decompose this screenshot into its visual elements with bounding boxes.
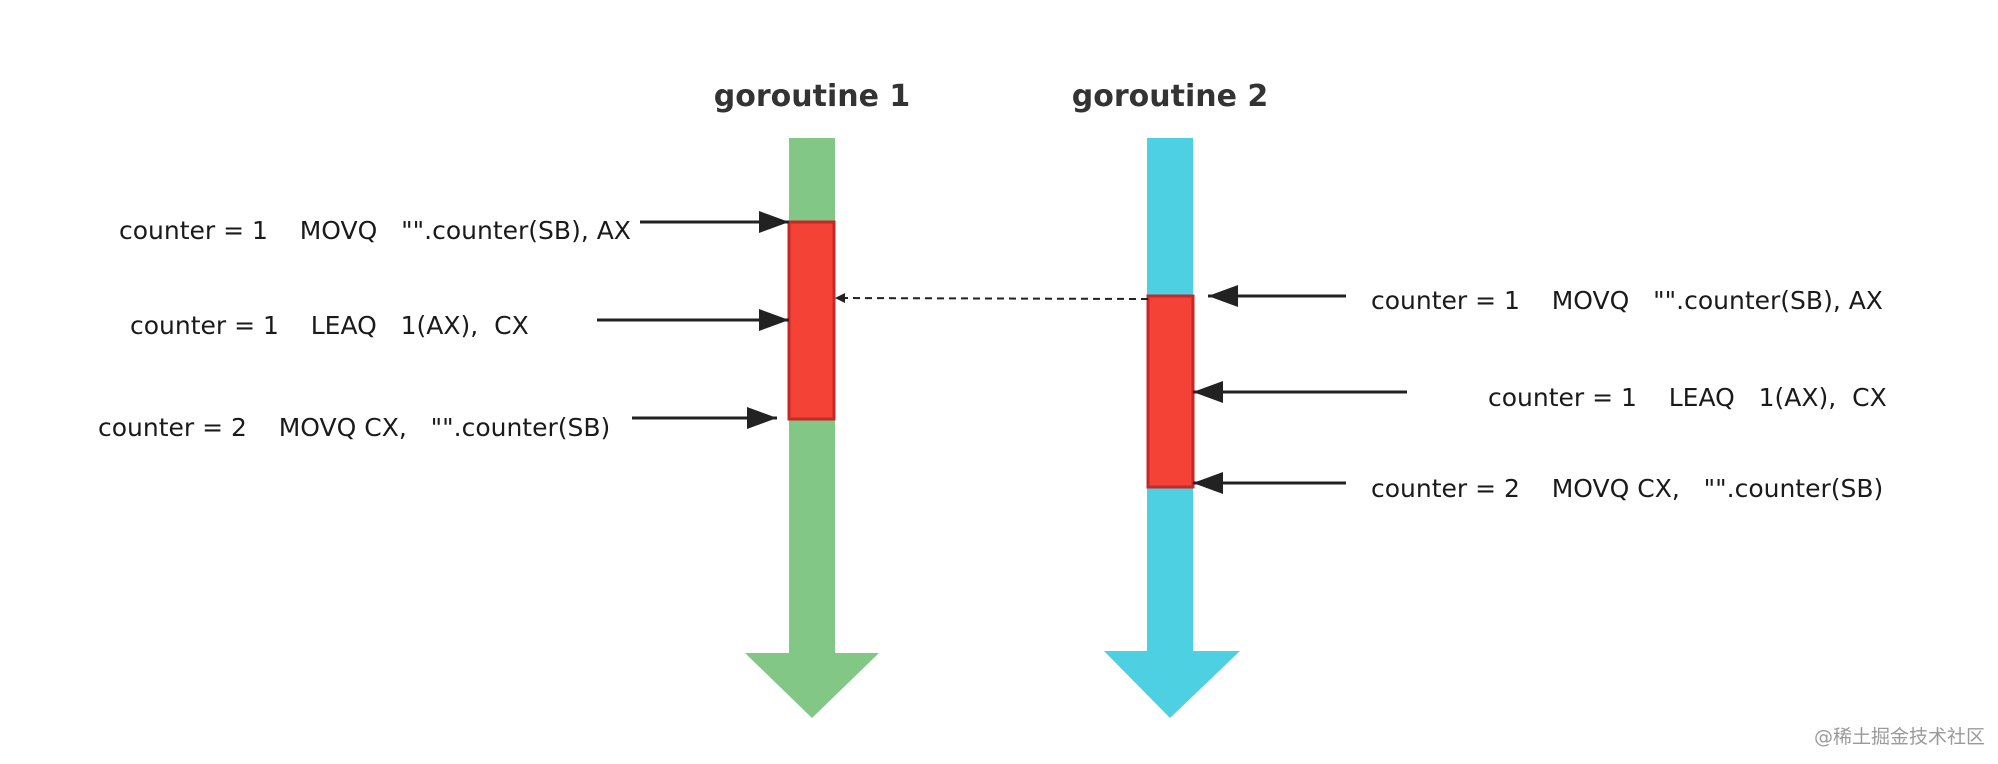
goroutine1-instruction-2: counter = 1 LEAQ 1(AX), CX — [130, 311, 529, 340]
goroutine1-instruction-3: counter = 2 MOVQ CX, "".counter(SB) — [98, 413, 610, 442]
goroutine2-critical-section — [1146, 294, 1195, 489]
goroutine1-timeline — [745, 138, 879, 718]
goroutine1-title: goroutine 1 — [714, 79, 911, 114]
watermark: @稀土掘金技术社区 — [1814, 726, 1985, 748]
goroutine2-title: goroutine 2 — [1072, 79, 1269, 114]
goroutine1-timeline-arrowhead — [745, 653, 879, 718]
goroutine2-instruction-1: counter = 1 MOVQ "".counter(SB), AX — [1371, 286, 1883, 315]
goroutine1-critical-section — [787, 220, 836, 421]
interleave-dashed-arrow — [835, 293, 1149, 304]
goroutine2-timeline — [1104, 138, 1240, 718]
goroutine2-instruction-3: counter = 2 MOVQ CX, "".counter(SB) — [1371, 474, 1883, 503]
goroutine2-instruction-2: counter = 1 LEAQ 1(AX), CX — [1488, 383, 1887, 412]
goroutine2-timeline-arrowhead — [1104, 651, 1240, 718]
goroutine1-instruction-1: counter = 1 MOVQ "".counter(SB), AX — [119, 216, 631, 245]
